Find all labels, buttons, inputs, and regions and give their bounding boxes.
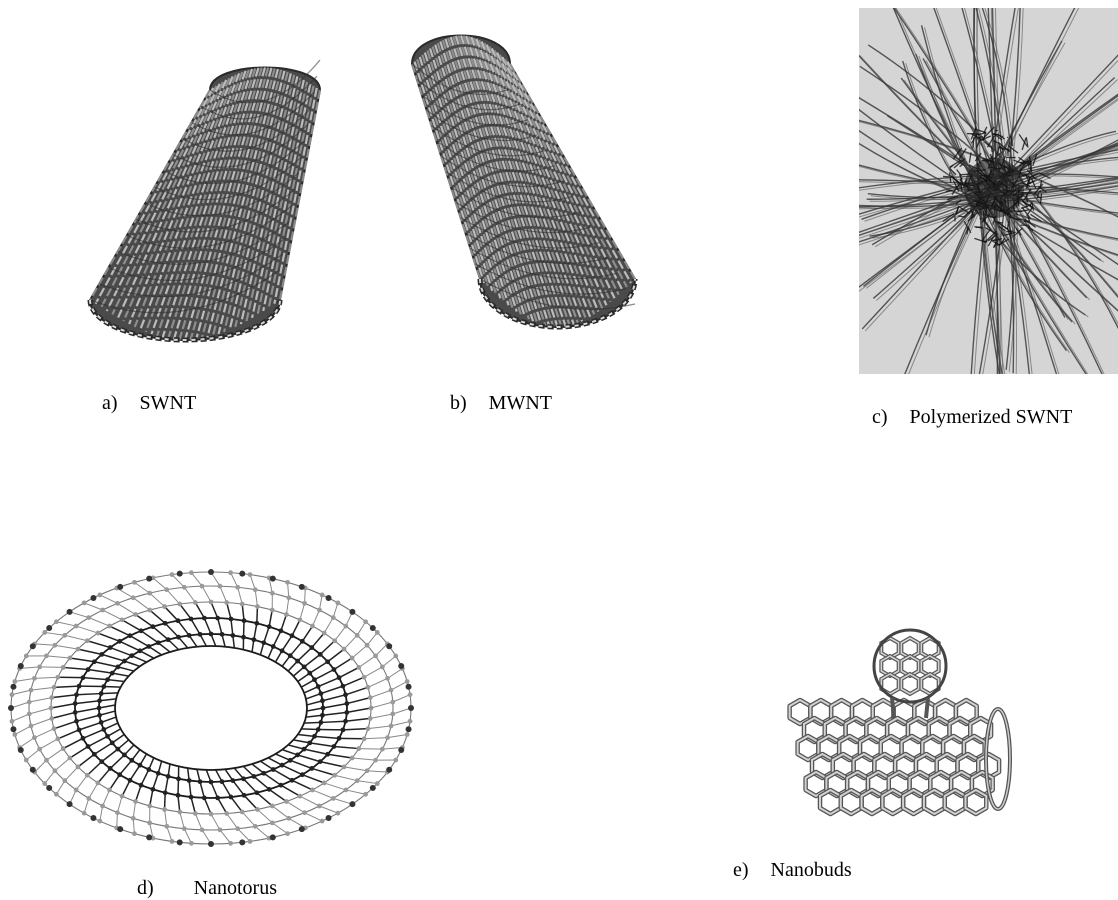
nanobuds-figure xyxy=(760,624,1020,834)
caption-swnt: a) SWNT xyxy=(92,367,196,415)
caption-nanobuds: e) Nanobuds xyxy=(723,834,852,882)
mwnt-tube-image xyxy=(400,14,650,364)
caption-nanotorus-letter: d) xyxy=(137,877,154,899)
swnt-figure xyxy=(80,30,330,370)
cropped-top-text xyxy=(0,0,860,6)
caption-nanotorus-label: Nanotorus xyxy=(194,877,277,899)
caption-nanobuds-letter: e) xyxy=(733,859,749,881)
nanotorus-image xyxy=(6,566,416,856)
swnt-tube-image xyxy=(80,30,330,370)
caption-mwnt-label: MWNT xyxy=(489,392,552,414)
caption-polymerized-swnt-label: Polymerized SWNT xyxy=(910,406,1073,428)
caption-swnt-label: SWNT xyxy=(140,392,197,414)
nanotorus-figure xyxy=(6,566,416,856)
caption-mwnt-letter: b) xyxy=(450,392,467,414)
caption-nanotorus: d) Nanotorus xyxy=(127,852,277,900)
polymerized-swnt-figure xyxy=(859,8,1118,374)
polymerized-swnt-micrograph xyxy=(859,8,1118,374)
mwnt-figure xyxy=(400,14,650,364)
caption-nanobuds-label: Nanobuds xyxy=(771,859,852,881)
caption-polymerized-swnt-letter: c) xyxy=(872,406,888,428)
nanobuds-image xyxy=(760,624,1020,834)
caption-polymerized-swnt: c) Polymerized SWNT xyxy=(862,381,1072,429)
caption-mwnt: b) MWNT xyxy=(440,367,552,415)
caption-swnt-letter: a) xyxy=(102,392,118,414)
